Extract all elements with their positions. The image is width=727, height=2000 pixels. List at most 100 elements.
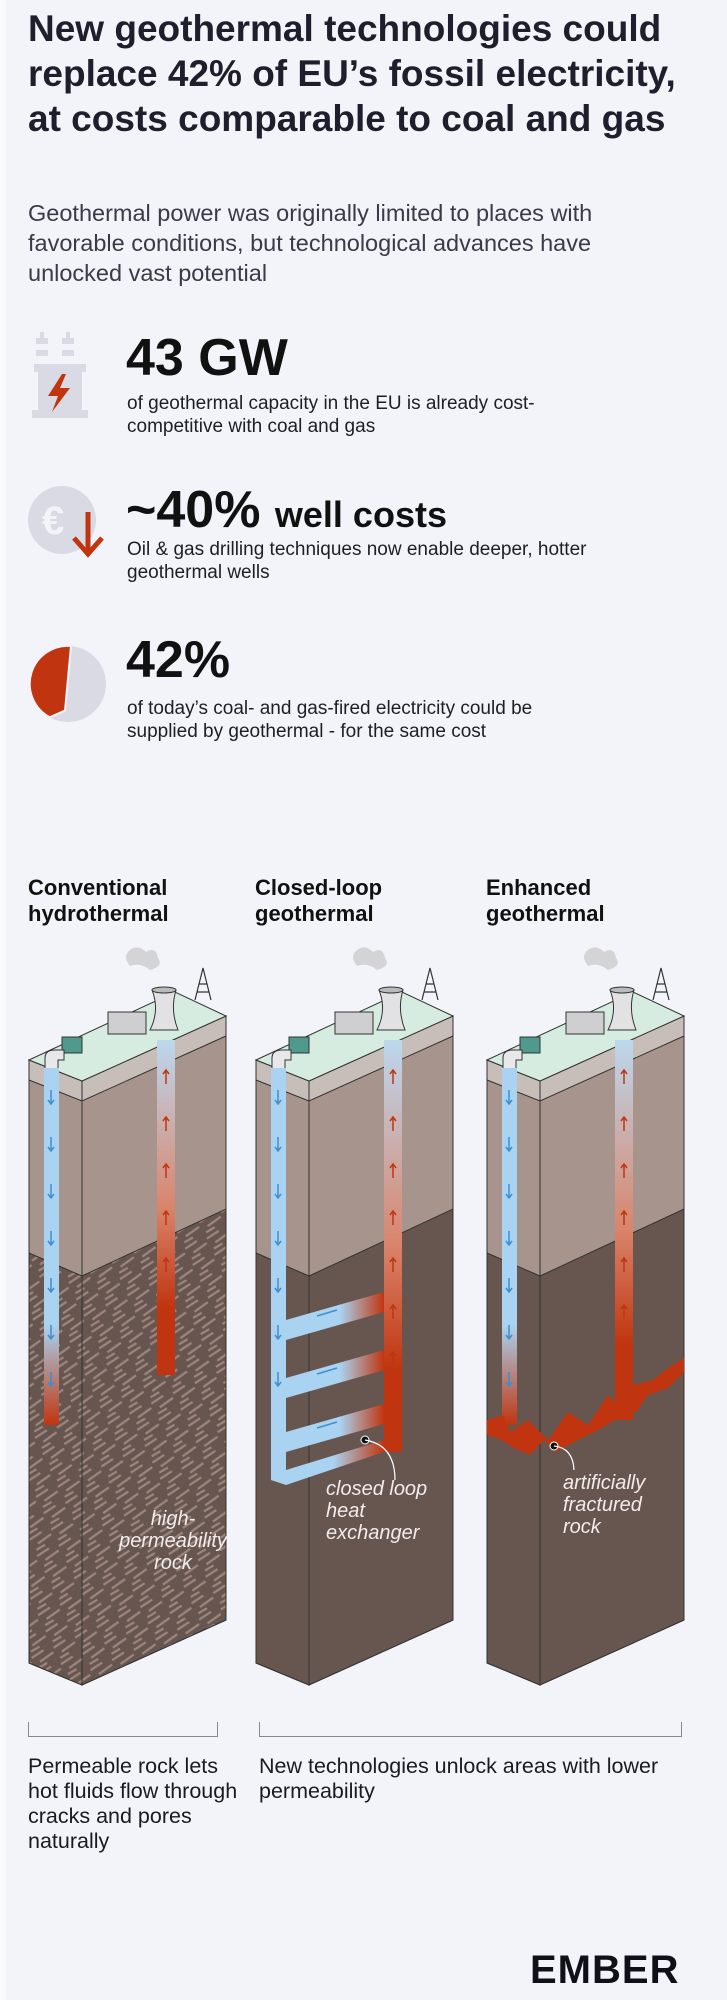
flow-arrow-up-icon <box>389 1209 397 1225</box>
flow-arrow-down-icon <box>274 1184 282 1200</box>
flow-arrow-down-icon <box>274 1325 282 1341</box>
flow-arrow-down-icon <box>274 1278 282 1294</box>
flow-arrow-down-icon <box>505 1137 513 1153</box>
transmission-tower-icon <box>652 967 670 1001</box>
flow-arrow-down-icon <box>505 1278 513 1294</box>
flow-arrow-up-icon <box>389 1115 397 1131</box>
column-title-conventional: Conventional hydrothermal <box>28 875 169 926</box>
page-edge <box>0 0 6 2000</box>
flow-arrow-up-icon <box>389 1350 397 1366</box>
flow-arrow-up-icon <box>162 1068 170 1084</box>
flow-arrow-down-icon <box>505 1372 513 1388</box>
ember-logo: EMBER <box>530 1948 680 1992</box>
power-building <box>107 1011 147 1035</box>
heat-exchanger-loop <box>286 1404 384 1452</box>
injection-well <box>271 1068 286 1470</box>
stat-suffix: well costs <box>274 494 447 535</box>
transmission-tower-icon <box>194 967 212 1001</box>
flow-arrow-down-icon <box>47 1325 55 1341</box>
cooling-tower <box>149 989 179 1031</box>
production-well <box>615 1040 633 1420</box>
flow-arrow-up-icon <box>162 1209 170 1225</box>
flow-arrow-down-icon <box>47 1137 55 1153</box>
flow-arrow-down-icon <box>47 1372 55 1388</box>
flow-arrow-right-icon <box>316 1367 338 1375</box>
callout-line <box>553 1445 575 1471</box>
flow-arrow-up-icon <box>620 1303 628 1319</box>
cooling-tower-top <box>609 986 635 994</box>
page-subtitle: Geothermal power was originally limited … <box>28 200 593 286</box>
flow-arrow-down-icon <box>505 1090 513 1106</box>
footnote-new-technologies: New technologies unlock areas with lower… <box>259 1754 659 1803</box>
lower-rock-right <box>539 1208 685 1686</box>
heat-exchanger-loop <box>286 1292 384 1340</box>
pie-chart-icon <box>28 644 106 722</box>
flow-arrow-up-icon <box>620 1256 628 1272</box>
stat-value: ~40% well costs <box>126 482 447 543</box>
wellhead-pump <box>61 1036 83 1054</box>
callout-line <box>364 1439 396 1481</box>
lower-rock-right <box>81 1208 227 1686</box>
flow-arrow-right-icon <box>316 1421 338 1429</box>
flow-arrow-up-icon <box>620 1209 628 1225</box>
flow-arrow-right-icon <box>316 1309 338 1317</box>
well-block-2 <box>254 947 455 1686</box>
cooling-tower-top <box>378 986 404 994</box>
wellhead-pipe <box>44 1049 65 1073</box>
flow-arrow-down-icon <box>47 1278 55 1294</box>
cooling-tower <box>607 989 637 1031</box>
callout-artificially-fractured-rock: artificially fractured rock <box>563 1472 646 1538</box>
stat-number: ~40% <box>126 481 261 539</box>
page-title: New geothermal technologies could replac… <box>28 8 676 139</box>
flow-arrow-up-icon <box>162 1303 170 1319</box>
wellhead-pump <box>288 1036 310 1054</box>
euro-down-arrow-icon: € <box>28 486 104 558</box>
artificial-fractures <box>487 1358 684 1455</box>
stat-description: of geothermal capacity in the EU is alre… <box>127 393 535 437</box>
wellhead-pump <box>519 1036 541 1054</box>
flow-arrow-down-icon <box>274 1090 282 1106</box>
callout-high-permeability-rock: high-permeability rock <box>119 1508 227 1574</box>
flow-arrow-up-icon <box>162 1256 170 1272</box>
flow-arrow-up-icon <box>620 1350 628 1366</box>
power-building <box>565 1011 605 1035</box>
flow-arrow-down-icon <box>47 1184 55 1200</box>
cooling-tower-top <box>151 986 177 994</box>
stat-value: 43 GW <box>126 329 288 387</box>
cooling-tower <box>376 989 406 1031</box>
flow-arrow-down-icon <box>47 1231 55 1247</box>
flow-arrow-down-icon <box>274 1137 282 1153</box>
production-well <box>384 1040 402 1452</box>
bracket-new-technologies <box>259 1722 682 1737</box>
pie-slice-geothermal <box>28 644 73 719</box>
power-building <box>334 1011 374 1035</box>
steam-cloud <box>353 947 387 970</box>
flow-arrow-down-icon <box>274 1231 282 1247</box>
injection-well <box>44 1068 59 1425</box>
flow-arrow-up-icon <box>620 1068 628 1084</box>
bracket-conventional <box>28 1722 218 1737</box>
wellhead-pipe <box>271 1049 292 1073</box>
power-plant-lightning-icon <box>32 332 88 418</box>
footnote-conventional: Permeable rock lets hot fluids flow thro… <box>28 1754 238 1853</box>
column-title-enhanced: Enhanced geothermal <box>486 875 605 926</box>
production-well <box>157 1040 175 1375</box>
stat-description: Oil & gas drilling techniques now enable… <box>127 539 587 583</box>
injection-well <box>502 1068 517 1425</box>
callout-closed-loop-heat-exchanger: closed loop heat exchanger <box>326 1478 428 1544</box>
flow-arrow-down-icon <box>274 1372 282 1388</box>
flow-arrow-up-icon <box>620 1115 628 1131</box>
wellhead-pipe <box>502 1049 523 1073</box>
steam-cloud <box>126 947 160 970</box>
transmission-tower-icon <box>421 967 439 1001</box>
stat-description: of today’s coal- and gas-fired electrici… <box>127 698 533 742</box>
steam-cloud <box>584 947 618 970</box>
stat-value: 42% <box>126 631 231 689</box>
well-block-1 <box>27 947 228 1686</box>
flow-arrow-down-icon <box>505 1184 513 1200</box>
flow-arrow-up-icon <box>389 1303 397 1319</box>
well-block-3 <box>485 947 686 1686</box>
flow-arrow-up-icon <box>389 1162 397 1178</box>
flow-arrow-up-icon <box>389 1068 397 1084</box>
